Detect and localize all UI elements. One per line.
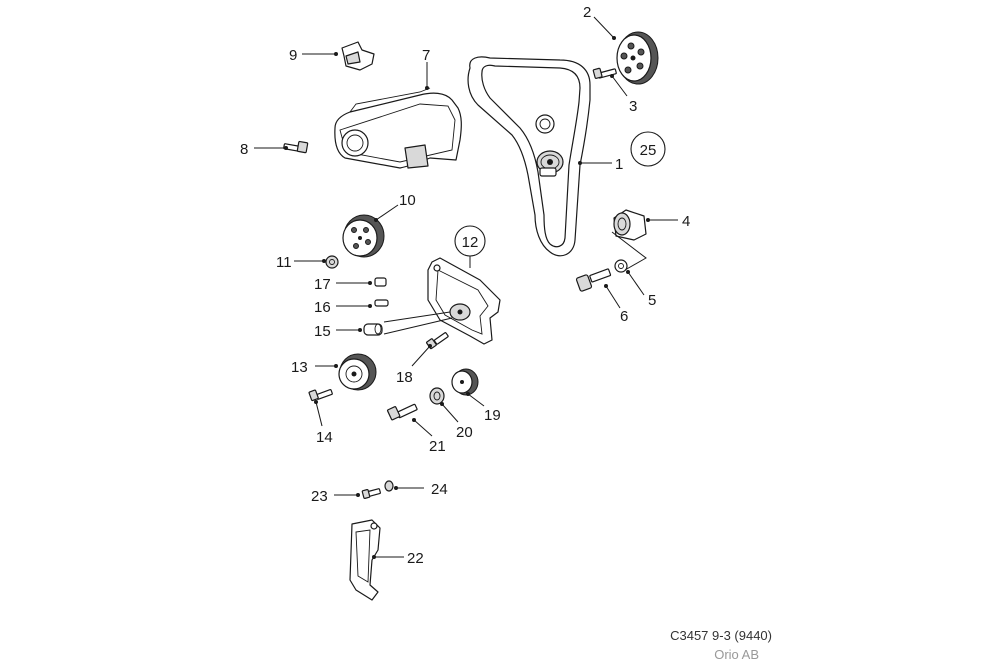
bracket-clip-part[interactable] <box>341 41 375 71</box>
crankshaft-gear-part[interactable] <box>342 214 385 258</box>
callout-15: 15 <box>314 323 331 340</box>
guide-rail-part[interactable] <box>349 519 381 601</box>
callout-1: 1 <box>615 156 623 173</box>
callout-17: 17 <box>314 276 331 293</box>
leader-dots <box>284 36 650 559</box>
timing-cover-part[interactable] <box>334 87 462 169</box>
callout-14: 14 <box>316 429 333 446</box>
callout-25-circle <box>630 131 666 167</box>
camshaft-bolt-part[interactable] <box>592 67 617 79</box>
idler-bolt-part[interactable] <box>308 389 333 402</box>
callout-3: 3 <box>629 98 637 115</box>
screw-23-part[interactable] <box>361 488 381 500</box>
pin-16-part[interactable] <box>374 299 389 307</box>
tensioner-bracket-part[interactable] <box>427 257 501 345</box>
callout-12-circle <box>454 225 486 257</box>
callout-11: 11 <box>276 254 292 271</box>
callout-12: 12 <box>462 234 479 251</box>
callout-8: 8 <box>240 141 248 158</box>
nut-part[interactable] <box>325 255 339 269</box>
callout-19: 19 <box>484 407 501 424</box>
roller-bolt-part[interactable] <box>575 268 612 292</box>
leader-lines <box>254 16 678 558</box>
callout-23: 23 <box>311 488 328 505</box>
callout-21: 21 <box>429 438 446 455</box>
callout-7: 7 <box>422 47 430 64</box>
washer-part[interactable] <box>614 259 628 273</box>
callout-4: 4 <box>682 213 690 230</box>
copyright-text: Orio AB <box>714 647 759 662</box>
pulley-19-part[interactable] <box>451 368 479 396</box>
callout-13: 13 <box>291 359 308 376</box>
timing-belt-part[interactable] <box>467 56 591 257</box>
idler-pulley-part[interactable] <box>338 353 377 391</box>
callout-10: 10 <box>399 192 416 209</box>
callout-22: 22 <box>407 550 424 567</box>
belt-pulley-part[interactable] <box>536 150 564 177</box>
callout-9: 9 <box>289 47 297 64</box>
roller-part[interactable] <box>613 209 647 241</box>
callout-labels: 2 3 1 25 4 5 6 7 9 8 10 12 11 17 16 15 1… <box>240 4 690 567</box>
sleeve-15-part[interactable] <box>363 323 383 336</box>
cover-bolt-part[interactable] <box>283 140 309 154</box>
callout-25: 25 <box>640 142 657 159</box>
diagram-code: C3457 9-3 (9440) <box>670 628 772 643</box>
callout-5: 5 <box>648 292 656 309</box>
nut-24-part[interactable] <box>384 480 394 492</box>
sleeve-20-part[interactable] <box>429 387 445 405</box>
pulley-bolt-part[interactable] <box>386 403 418 421</box>
pin-17-part[interactable] <box>374 277 387 287</box>
callout-18: 18 <box>396 369 413 386</box>
callout-24: 24 <box>431 481 448 498</box>
callout-2: 2 <box>583 4 591 21</box>
callout-6: 6 <box>620 308 628 325</box>
callout-16: 16 <box>314 299 331 316</box>
camshaft-gear-part[interactable] <box>616 31 659 85</box>
callout-20: 20 <box>456 424 473 441</box>
